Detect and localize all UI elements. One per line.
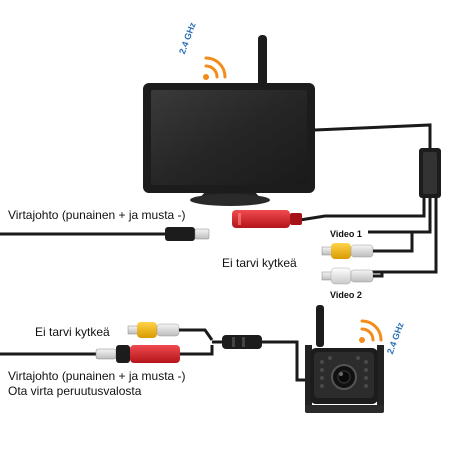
camera-power-plug-red bbox=[0, 345, 214, 363]
camera-inline-connector bbox=[212, 335, 305, 382]
wifi-signal-icon bbox=[203, 56, 227, 80]
no-connect-label-top: Ei tarvi kytkeä bbox=[222, 256, 297, 270]
camera-ir-leds bbox=[320, 356, 368, 388]
video1-label: Video 1 bbox=[330, 229, 362, 239]
monitor-screen bbox=[151, 90, 307, 185]
power-cable-label-camera: Virtajohto (punainen + ja musta -) bbox=[8, 369, 186, 383]
rca-plug-white-video2 bbox=[321, 267, 384, 285]
camera-antenna bbox=[316, 305, 324, 347]
monitor bbox=[143, 35, 432, 206]
monitor-cable bbox=[314, 123, 432, 148]
power-cable-label-monitor: Virtajohto (punainen + ja musta -) bbox=[8, 208, 186, 222]
junction-connector bbox=[299, 148, 441, 274]
backup-camera bbox=[305, 305, 384, 413]
no-connect-label-bottom: Ei tarvi kytkeä bbox=[35, 325, 110, 339]
wifi-signal-icon bbox=[359, 319, 383, 343]
video2-label: Video 2 bbox=[330, 290, 362, 300]
rca-plug-yellow-video1 bbox=[321, 232, 414, 259]
monitor-antenna bbox=[258, 35, 267, 87]
camera-rca-plug-yellow bbox=[127, 322, 214, 341]
power-source-note: Ota virta peruutusvalosta bbox=[8, 384, 142, 398]
monitor-power-plug-black bbox=[0, 227, 210, 241]
monitor-power-plug-red bbox=[232, 210, 302, 228]
